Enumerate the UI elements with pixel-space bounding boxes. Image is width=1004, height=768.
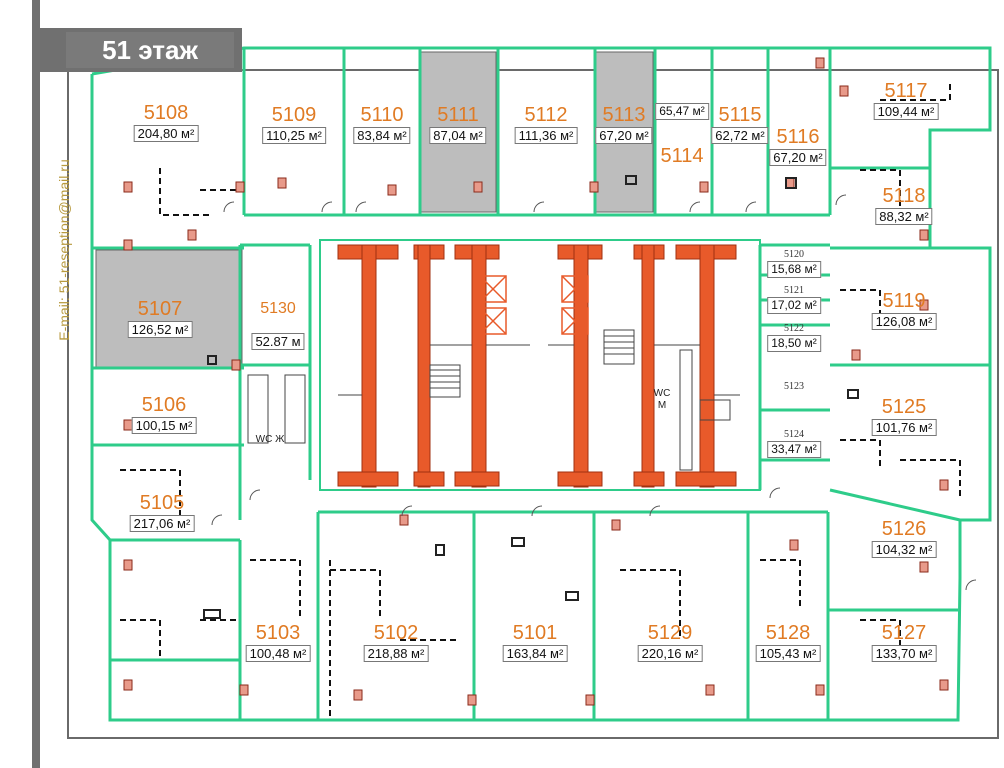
core-outline: [319, 239, 761, 491]
wc-women-label: WC Ж: [255, 434, 285, 445]
unit-5113-fill: [594, 51, 654, 213]
unit-5111-fill: [419, 51, 497, 213]
email-label: E-mail: 51-reseption@mail.ru: [56, 159, 72, 341]
columns: [123, 57, 949, 706]
floor-title: 51 этаж: [66, 32, 234, 68]
unit-5107-fill: [95, 249, 243, 369]
partition-walls: [90, 46, 992, 722]
doors: [211, 194, 977, 591]
elevator-shafts: [479, 275, 589, 335]
core-interior: [247, 329, 740, 471]
building-outline: [67, 69, 999, 739]
left-stripe: [32, 0, 40, 768]
dashed-partitions: [120, 80, 961, 720]
fixtures: [203, 175, 859, 619]
wc-men-label-top: WC: [653, 388, 671, 399]
core-walls: [337, 244, 737, 488]
left-margin: [0, 0, 44, 768]
wc-men-label-bottom: М: [657, 400, 667, 411]
